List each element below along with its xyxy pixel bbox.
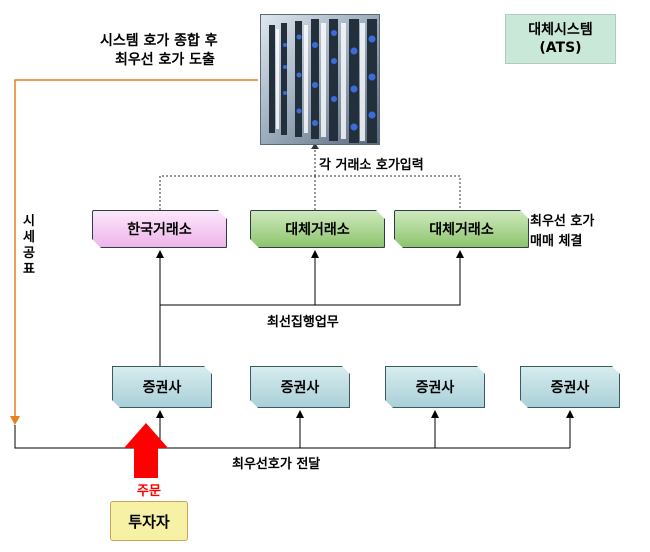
quote-delivery-bus <box>14 416 571 449</box>
broker3-arrowhead <box>431 410 439 418</box>
market-data-feed-line <box>14 79 258 418</box>
ats-system-abbrev: (ATS) <box>539 40 582 56</box>
best-execution-label: 최선집행업무 <box>267 315 339 330</box>
broker1-arrowhead <box>156 410 164 418</box>
side-label-char-1: 시 <box>23 214 35 229</box>
broker2-arrowhead <box>296 410 304 418</box>
exchange-krx: 한국거래소 <box>92 210 227 248</box>
server-caption-line2: 최우선 호가 도출 <box>115 52 215 68</box>
exchange-ats-2: 대체거래소 <box>394 210 529 248</box>
ats-system-label: 대체시스템 <box>528 22 593 38</box>
investor-box: 투자자 <box>110 501 188 541</box>
quote-delivery-label: 최우선호가 전달 <box>232 457 321 472</box>
best-execution-lines <box>159 256 461 366</box>
execution-note-line1: 최우선 호가 <box>530 214 595 229</box>
server-input-arrowhead <box>311 143 319 149</box>
market-data-feed-arrowhead <box>10 416 20 425</box>
order-label: 주문 <box>137 484 161 499</box>
side-label-char-3: 공 <box>23 246 35 261</box>
execution-note-line2: 매매 체결 <box>530 234 583 249</box>
server-caption-line1: 시스템 호가 종합 후 <box>100 33 218 49</box>
exchange-input-label: 각 거래소 호가입력 <box>319 158 424 173</box>
broker-4: 증권사 <box>520 366 620 408</box>
market-data-feed-label: 시 세 공 표 <box>21 214 37 278</box>
side-label-char-4: 표 <box>23 262 35 277</box>
broker-2: 증권사 <box>250 366 350 408</box>
side-label-char-2: 세 <box>23 230 35 245</box>
broker-3: 증권사 <box>385 366 485 408</box>
krx-arrowhead <box>156 250 164 258</box>
server-rack-icon <box>260 14 380 145</box>
broker-1: 증권사 <box>112 366 212 408</box>
ats-system-box: 대체시스템 (ATS) <box>505 14 616 64</box>
order-arrow <box>124 423 168 478</box>
ats1-arrowhead <box>311 250 319 258</box>
broker4-arrowhead <box>566 410 574 418</box>
ats2-arrowhead <box>456 250 464 258</box>
exchange-input-dotted-lines <box>159 146 461 210</box>
exchange-ats-1: 대체거래소 <box>250 210 385 248</box>
